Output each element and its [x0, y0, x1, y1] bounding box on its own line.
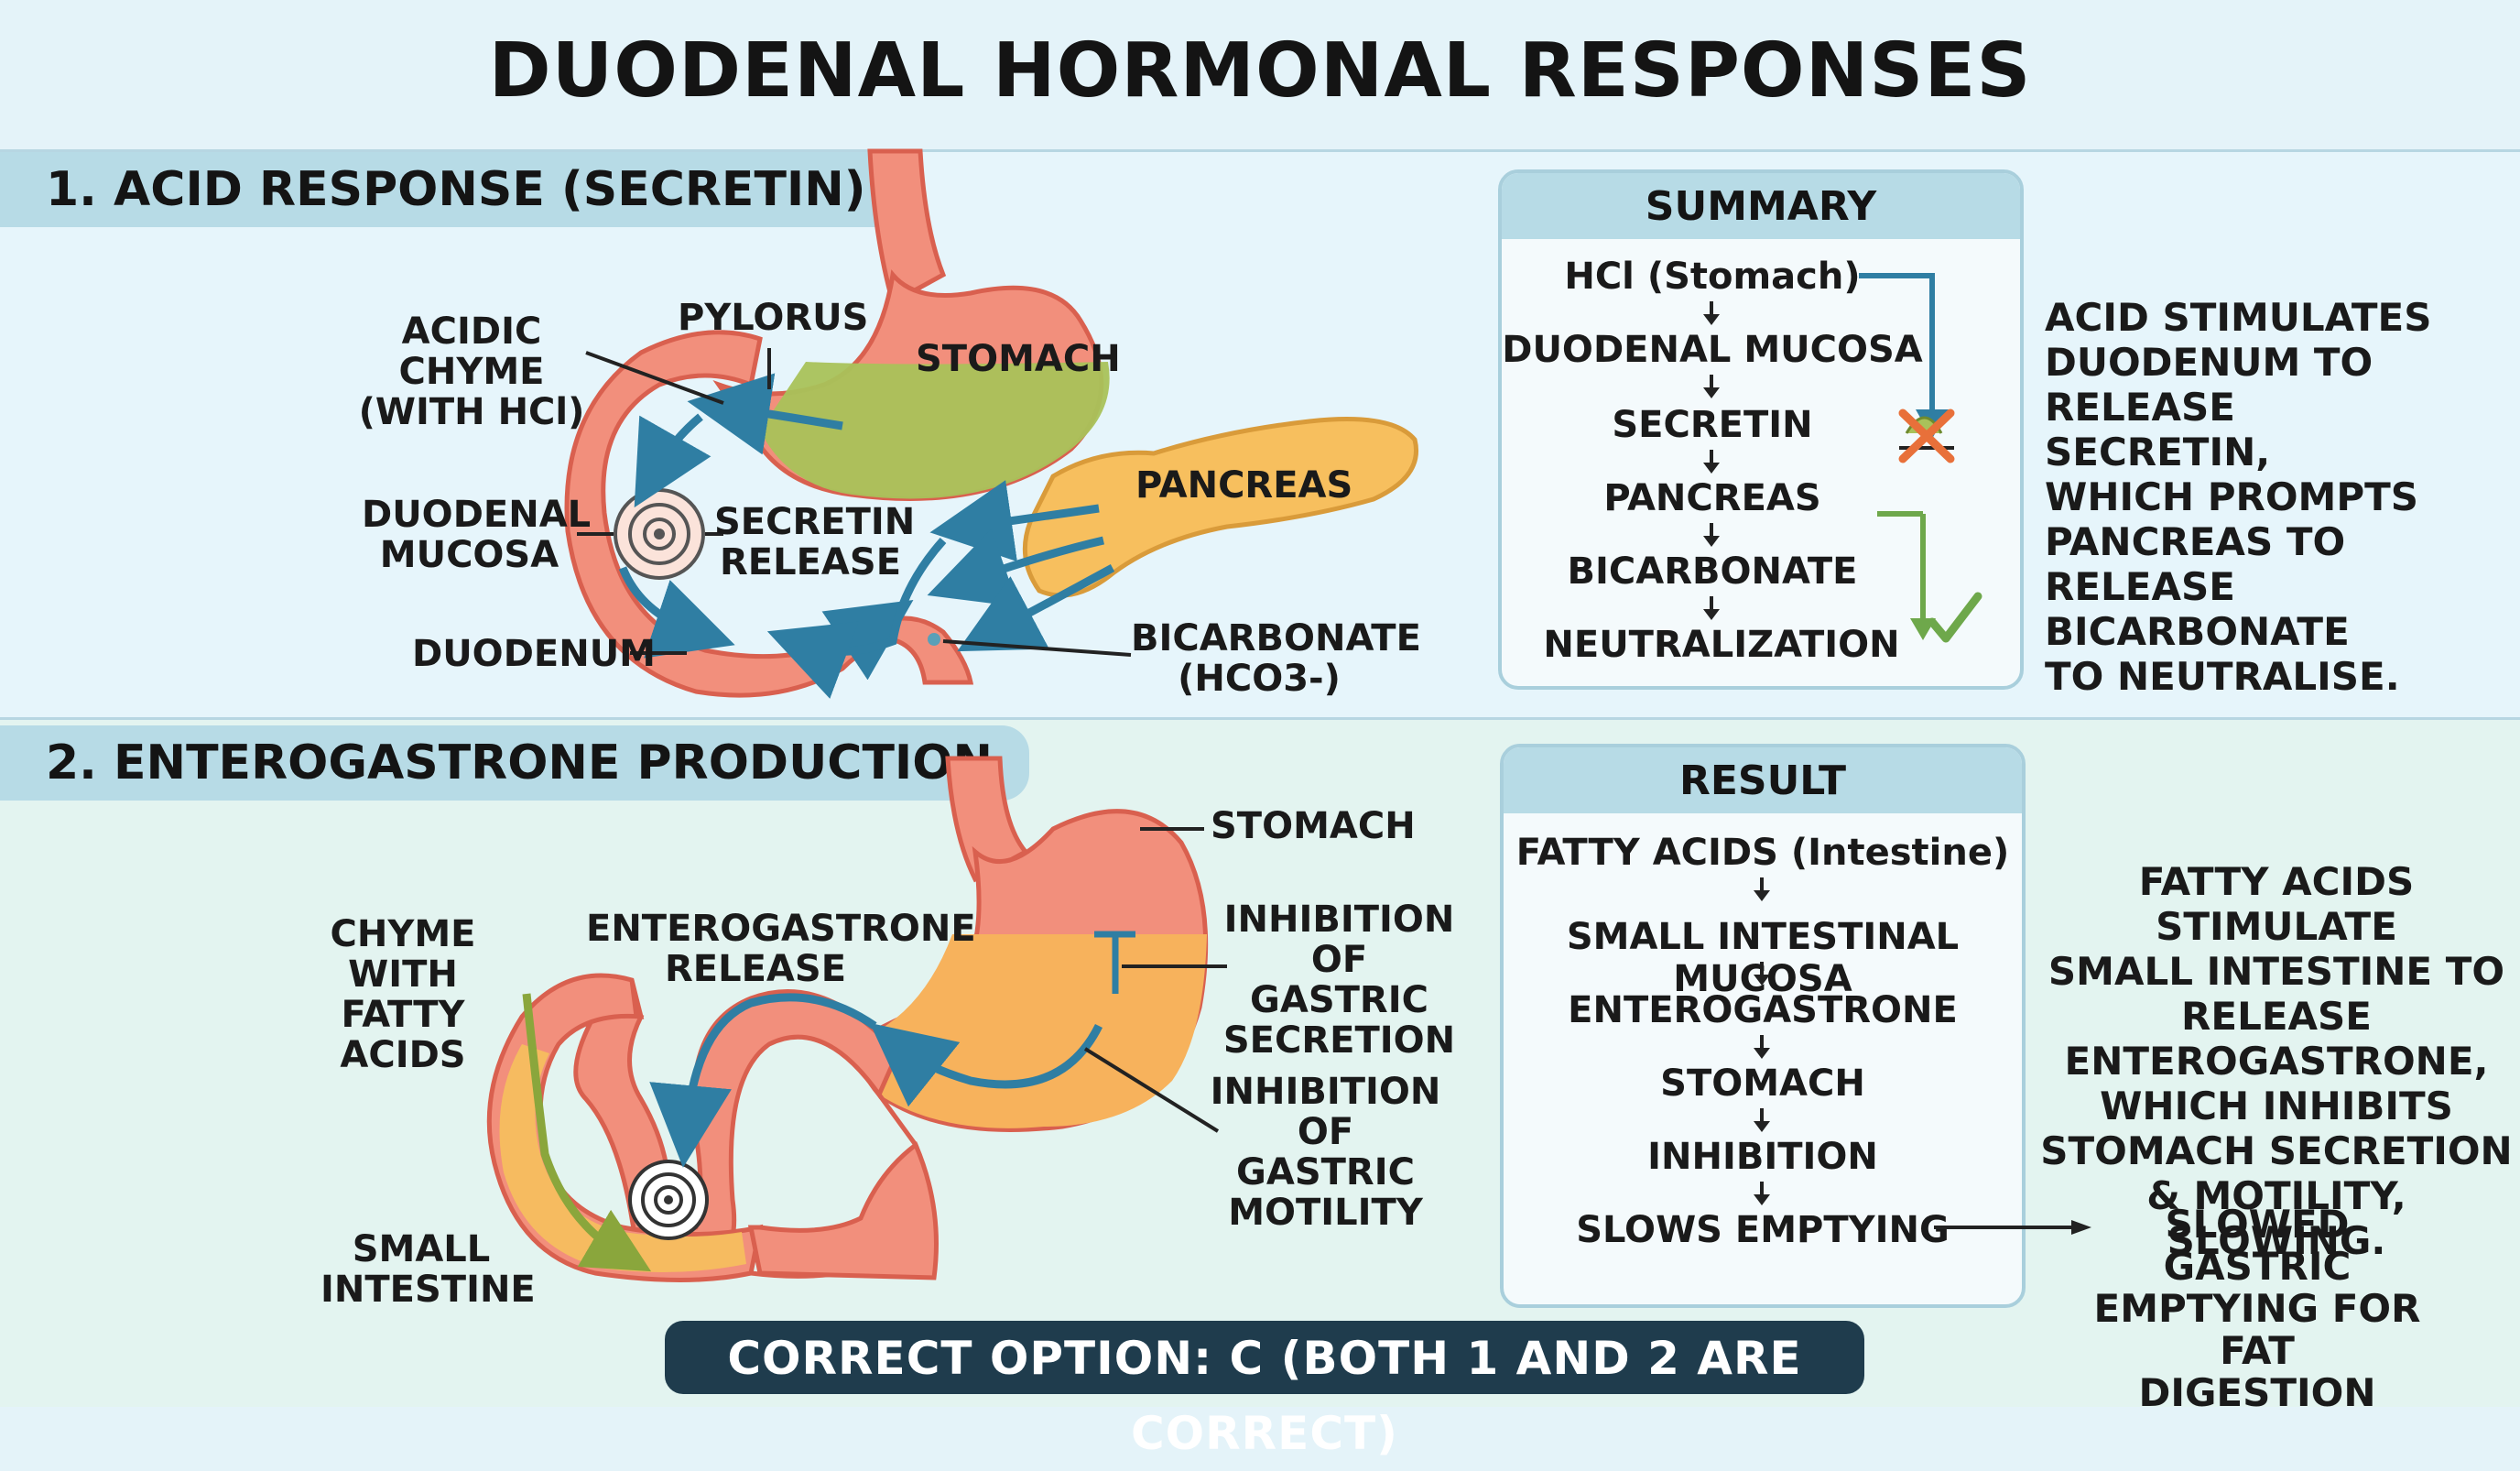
label-pancreas: PANCREAS — [1135, 464, 1353, 507]
label-duodenum: DUODENUM — [412, 633, 656, 675]
label-inhibition-secretion: INHIBITION OF GASTRIC SECRETION — [1222, 899, 1456, 1062]
result-step-1: FATTY ACIDS (Intestine) — [1515, 832, 2010, 874]
label-small-intestine: SMALL INTESTINE — [320, 1228, 536, 1311]
summary-panel: SUMMARY HCl (Stomach) DUODENAL MUCOSA SE… — [1498, 169, 2024, 690]
label-acidic-chyme: ACIDIC CHYME (WITH HCl) — [358, 311, 585, 433]
summary-indicators — [1859, 273, 1982, 643]
stomach-1-acid — [760, 362, 1110, 499]
duodenum-1 — [564, 330, 974, 698]
result-step-5: INHIBITION — [1647, 1136, 1878, 1178]
result-step-6: SLOWS EMPTYING — [1576, 1209, 1950, 1251]
label-pylorus: PYLORUS — [678, 297, 869, 339]
acid-response-illustration — [564, 148, 1418, 699]
section-1-header: 1. ACID RESPONSE (SECRETIN) — [0, 152, 903, 227]
correct-option-banner: CORRECT OPTION: C (BOTH 1 AND 2 ARE CORR… — [665, 1321, 1864, 1460]
section-divider — [0, 717, 2520, 720]
label-chyme-fatty-acids: CHYME WITH FATTY ACIDS — [330, 913, 476, 1076]
acid-response-note: ACID STIMULATES DUODENUM TO RELEASE SECR… — [2045, 295, 2432, 699]
result-panel: RESULT FATTY ACIDS (Intestine) SMALL INT… — [1500, 744, 2026, 1308]
summary-header: SUMMARY — [1502, 173, 2020, 239]
page-title: DUODENAL HORMONAL RESPONSES — [488, 27, 2032, 114]
enterogastrone-illustration — [486, 756, 1227, 1282]
outcome-text: SLOWED GASTRIC EMPTYING FOR FAT DIGESTIO… — [2093, 1202, 2421, 1415]
summary-step-3: SECRETIN — [1612, 404, 1813, 446]
outcome-connector — [1934, 1220, 2091, 1235]
result-header: RESULT — [1504, 747, 2022, 813]
result-step-4: STOMACH — [1660, 1062, 1865, 1105]
enterogastrone-note: FATTY ACIDS STIMULATE SMALL INTESTINE TO… — [2040, 859, 2513, 1263]
label-stomach-1: STOMACH — [916, 338, 1121, 380]
check-icon — [1928, 592, 1982, 643]
label-secretin-release: SECRETIN RELEASE — [714, 501, 916, 583]
summary-step-1: HCl (Stomach) — [1564, 256, 1861, 298]
label-stomach-2: STOMACH — [1211, 805, 1416, 847]
intestine-fat — [499, 1044, 746, 1272]
summary-step-6: NEUTRALIZATION — [1543, 624, 1900, 666]
section-2-background — [0, 719, 2520, 1407]
label-inhibition-motility: INHIBITION OF GASTRIC MOTILITY — [1210, 1071, 1441, 1234]
esophagus-1 — [867, 148, 947, 306]
label-enterogastrone-release: ENTEROGASTRONE RELEASE — [586, 908, 976, 990]
title-divider — [0, 149, 2520, 152]
cross-icon — [1898, 409, 1955, 463]
result-step-3: ENTEROGASTRONE — [1568, 989, 1958, 1031]
label-bicarbonate: BICARBONATE (HCO3-) — [1131, 617, 1421, 700]
summary-step-4: PANCREAS — [1603, 477, 1821, 519]
summary-step-5: BICARBONATE — [1567, 550, 1858, 593]
summary-step-2: DUODENAL MUCOSA — [1502, 329, 1923, 371]
label-duodenal-mucosa: DUODENAL MUCOSA — [362, 494, 592, 576]
section-2-header: 2. ENTEROGASTRONE PRODUCTION — [0, 725, 1030, 801]
